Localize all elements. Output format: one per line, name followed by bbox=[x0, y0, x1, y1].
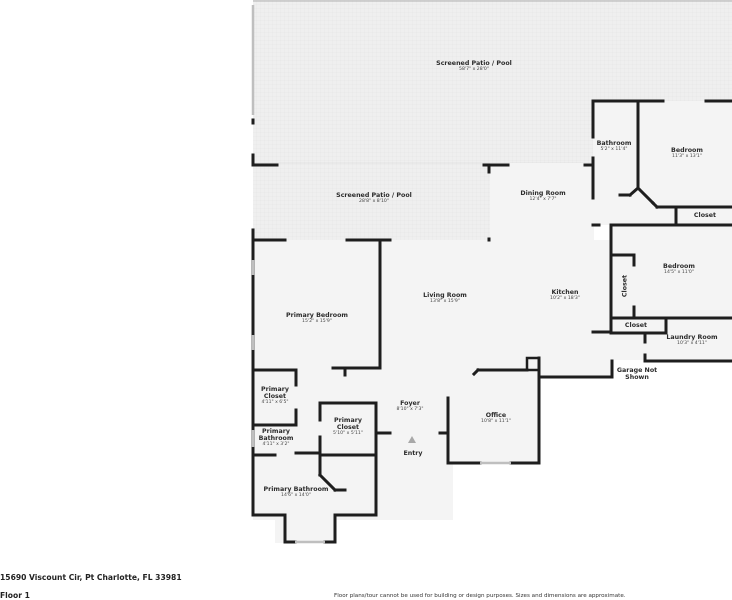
room-name: Primary Closet bbox=[261, 386, 289, 401]
room-primary-closet-2: Primary Closet 5'10" x 5'11" bbox=[328, 417, 368, 437]
walls bbox=[251, 99, 732, 544]
room-name: Office bbox=[485, 412, 507, 419]
room-dims: 4'11" x 3'2" bbox=[262, 442, 290, 448]
room-name: Foyer bbox=[400, 400, 420, 407]
room-name: Primary Bathroom bbox=[258, 428, 294, 443]
interior-floor bbox=[253, 101, 732, 543]
room-name: Screened Patio / Pool bbox=[436, 60, 512, 67]
room-entry: Entry bbox=[403, 450, 422, 457]
room-dims: 15'2" x 15'9" bbox=[302, 319, 332, 325]
room-closet-laundry: Closet bbox=[625, 322, 647, 329]
room-dining: Dining Room 12'4" x 7'7" bbox=[520, 190, 565, 203]
room-name: Bedroom bbox=[663, 263, 695, 270]
room-name: Closet bbox=[693, 212, 717, 219]
room-dims: 10'2" x 18'3" bbox=[550, 296, 580, 302]
room-bathroom: Bathroom 5'2" x 11'4" bbox=[597, 140, 632, 153]
room-name: Bathroom bbox=[596, 140, 632, 147]
room-laundry: Laundry Room 10'3" x 4'11" bbox=[666, 334, 717, 347]
room-dims: 10'3" x 4'11" bbox=[677, 341, 707, 347]
room-dims: 28'8" x 8'10" bbox=[359, 199, 389, 205]
room-dims: 12'4" x 7'7" bbox=[529, 197, 557, 203]
entry-marker-icon bbox=[408, 436, 416, 443]
room-dims: 4'11" x 6'5" bbox=[261, 400, 289, 406]
room-name: Primary Closet bbox=[334, 417, 362, 432]
room-name: Entry bbox=[403, 450, 423, 457]
room-dims: 14'5" x 11'0" bbox=[664, 270, 694, 276]
room-closet-vertical: Closet bbox=[621, 274, 629, 298]
room-closet-ne: Closet bbox=[694, 212, 716, 219]
room-primary-bathroom: Primary Bathroom 14'6" x 14'0" bbox=[264, 486, 329, 499]
room-garage: Garage Not Shown bbox=[615, 367, 659, 381]
room-name: Living Room bbox=[423, 292, 467, 299]
room-primary-bathroom-small: Primary Bathroom 4'11" x 3'2" bbox=[254, 428, 298, 448]
patio-area bbox=[253, 0, 732, 240]
room-patio-large: Screened Patio / Pool 58'7" x 28'0" bbox=[436, 60, 512, 73]
room-name: Dining Room bbox=[520, 190, 566, 197]
room-primary-closet-1: Primary Closet 4'11" x 6'5" bbox=[255, 386, 295, 406]
room-name: Bedroom bbox=[671, 147, 703, 154]
room-dims: 10'8" x 11'1" bbox=[481, 419, 511, 425]
room-living: Living Room 13'8" x 15'9" bbox=[423, 292, 467, 305]
windows bbox=[251, 5, 511, 544]
room-bedroom-ne: Bedroom 11'3" x 13'1" bbox=[671, 147, 703, 160]
room-name: Kitchen bbox=[551, 289, 579, 296]
room-name: Laundry Room bbox=[666, 334, 718, 341]
room-dims: 13'8" x 15'9" bbox=[430, 299, 460, 305]
room-dims: 5'2" x 11'4" bbox=[600, 147, 628, 153]
disclaimer: Floor plans/tour cannot be used for buil… bbox=[334, 593, 626, 599]
room-name: Screened Patio / Pool bbox=[336, 192, 412, 199]
room-foyer: Foyer 8'10" x 7'3" bbox=[396, 400, 423, 413]
room-dims: 5'10" x 5'11" bbox=[333, 431, 363, 437]
room-bedroom-e: Bedroom 14'5" x 11'0" bbox=[663, 263, 695, 276]
room-dims: 58'7" x 28'0" bbox=[459, 67, 489, 73]
room-name: Garage Not Shown bbox=[616, 367, 658, 382]
room-dims: 8'10" x 7'3" bbox=[396, 407, 424, 413]
floor-label: Floor 1 bbox=[0, 591, 30, 600]
room-name: Primary Bedroom bbox=[286, 312, 348, 319]
room-name: Primary Bathroom bbox=[263, 486, 329, 493]
room-kitchen: Kitchen 10'2" x 18'3" bbox=[550, 289, 580, 302]
room-dims: 14'6" x 14'0" bbox=[281, 493, 311, 499]
property-address: 15690 Viscount Cir, Pt Charlotte, FL 339… bbox=[0, 573, 182, 582]
room-patio-small: Screened Patio / Pool 28'8" x 8'10" bbox=[336, 192, 412, 205]
room-office: Office 10'8" x 11'1" bbox=[481, 412, 511, 425]
room-name: Closet bbox=[624, 322, 648, 329]
room-primary-bedroom: Primary Bedroom 15'2" x 15'9" bbox=[286, 312, 348, 325]
room-dims: 11'3" x 13'1" bbox=[672, 154, 702, 160]
